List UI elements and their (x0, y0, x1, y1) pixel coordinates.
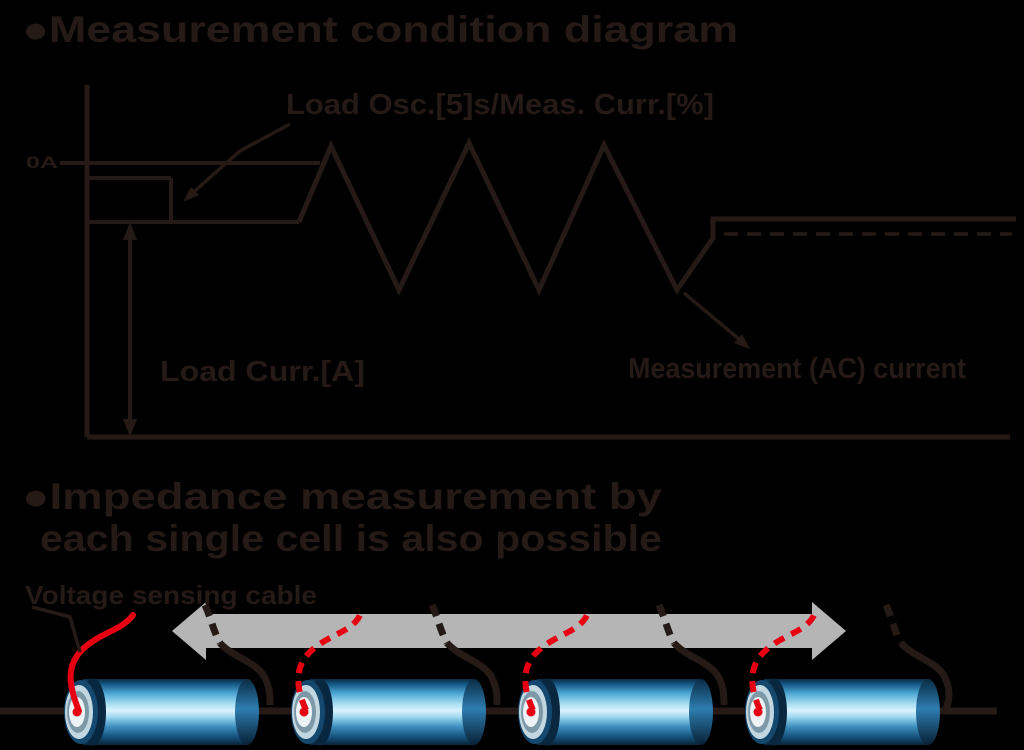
black-sense-wire-2 (444, 640, 501, 706)
black-sense-wire-3 (671, 640, 728, 706)
zero-level-label: 0A (26, 153, 58, 172)
battery-string-illustration: ●Impedance measurement by each single ce… (0, 476, 997, 746)
load-waveform (296, 137, 1016, 296)
red-sense-wire-3 (522, 613, 590, 712)
measurement-label: Measurement (AC) current (628, 353, 966, 385)
top-title: ●Measurement condition diagram (22, 9, 738, 50)
cable-label-leader (31, 605, 82, 653)
load-current-arrow (123, 222, 137, 437)
battery-cell-2 (291, 678, 486, 746)
repeat-arrow (172, 602, 846, 660)
red-sense-wire-4 (749, 613, 817, 712)
axes (84, 85, 1010, 440)
battery-cell-1 (64, 678, 259, 746)
black-sense-wire-1-top (201, 603, 224, 645)
black-sense-wire-1 (217, 640, 274, 706)
measurement-condition-diagram: ●Measurement condition diagram 0A Load O… (22, 9, 1016, 440)
measurement-leader-line (682, 291, 748, 347)
oscillation-label: Load Osc.[5]s/Meas. Curr.[%] (286, 89, 714, 121)
measurement-leader-arrowhead (734, 334, 750, 349)
black-sense-wire-2-top (428, 603, 451, 645)
oscillation-leader-line (186, 122, 291, 199)
bottom-title-line1: ●Impedance measurement by (22, 476, 663, 517)
sensing-cable-label: Voltage sensing cable (25, 580, 317, 610)
red-sense-wire-2 (295, 613, 363, 712)
black-sense-wire-3-top (655, 603, 678, 645)
oscillation-leader-arrowhead (183, 187, 199, 202)
red-sense-wire-1 (67, 612, 136, 714)
load-current-label: Load Curr.[A] (160, 356, 365, 388)
battery-cell-3 (518, 678, 713, 746)
load-step (87, 176, 299, 224)
black-sense-wire-4-top (882, 603, 905, 645)
bottom-title-line2: each single cell is also possible (40, 518, 662, 559)
battery-cell-4 (745, 678, 940, 746)
black-sense-wire-4 (898, 640, 953, 711)
